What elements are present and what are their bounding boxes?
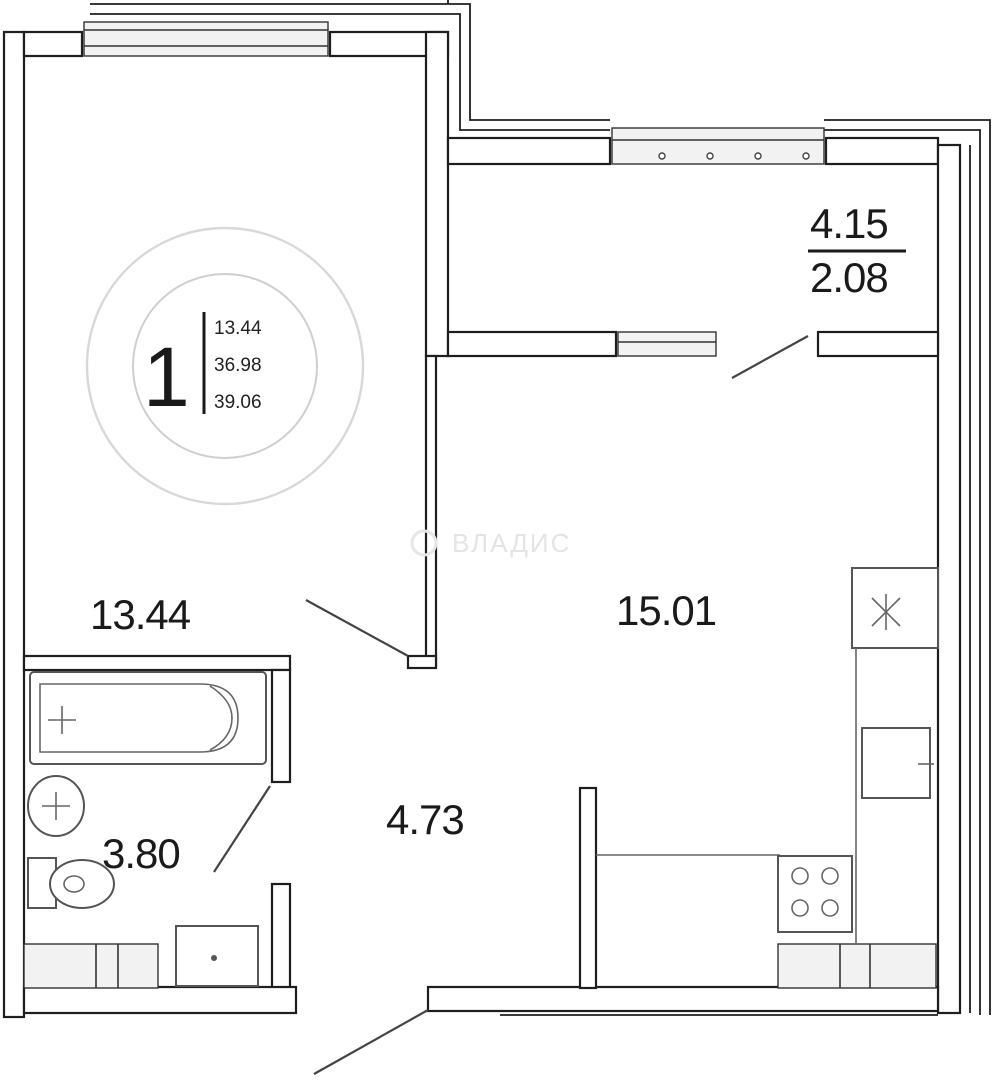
balcony-door: [731, 335, 809, 379]
bathroom-door: [213, 785, 271, 873]
watermark-logo-icon: [410, 529, 438, 557]
hallway-area-label: 4.73: [386, 796, 464, 843]
balcony-top-wall-right: [824, 136, 940, 166]
room-labels: 13.44 15.01 4.73 3.80 4.15 2.08: [90, 200, 906, 877]
badge-room-count: 1: [143, 330, 190, 424]
bathtub: [29, 671, 267, 765]
balcony-area-label: 4.15: [810, 200, 888, 247]
kitchen-fixtures: [777, 567, 939, 944]
kitchen-sink: [861, 727, 931, 799]
watermark-text: ВЛАДИС: [452, 528, 571, 558]
fridge: [851, 567, 939, 649]
kitchen-window: [777, 943, 937, 989]
bathroom-top-wall: [22, 654, 292, 672]
kitchen-top-wall-left: [446, 330, 618, 358]
badge-total-area: 36.98: [214, 355, 262, 376]
bathroom-window: [23, 943, 159, 989]
bedroom-area-label: 13.44: [90, 591, 191, 638]
top-wall-left: [22, 30, 84, 58]
bedroom-door: [305, 599, 409, 657]
balcony-reduced-label: 2.08: [810, 254, 888, 301]
balcony-top-wall-left: [446, 136, 612, 166]
toilet: [49, 859, 115, 909]
bedroom-window: [83, 21, 329, 57]
window-dots: [658, 152, 810, 160]
bathroom-right-wall-upper: [270, 668, 292, 784]
kitchen-area-label: 15.01: [616, 587, 716, 634]
left-outer-wall: [2, 30, 26, 1019]
badge-outer-ring: [85, 226, 365, 506]
right-outer-wall: [936, 143, 962, 1015]
bedroom-kitchen-partition: [424, 354, 438, 668]
badge-inner-ring: [132, 273, 318, 459]
windows: [23, 21, 937, 989]
outer-shell-line: [325, 3, 610, 121]
balcony-door-window: [617, 331, 717, 357]
entrance-door: [313, 1009, 429, 1075]
washing-machine: [175, 925, 259, 987]
watermark: ВЛАДИС: [410, 528, 571, 558]
bedroom-right-wall: [424, 30, 450, 358]
bathroom-area-label: 3.80: [102, 830, 180, 877]
bottom-wall-left: [22, 985, 298, 1015]
doors: [213, 335, 809, 1075]
bathroom-right-wall-lower: [270, 882, 292, 992]
room-badge: 1 13.44 36.98 39.06: [85, 226, 365, 506]
bathroom-fixtures: [27, 671, 267, 987]
walls: [2, 0, 991, 1019]
kitchen-top-wall-right: [816, 330, 940, 358]
bottom-wall-right: [426, 985, 940, 1013]
stove: [777, 855, 853, 933]
badge-total-area-balcony: 39.06: [214, 392, 262, 413]
balcony-window: [611, 127, 825, 165]
badge-living-area: 13.44: [214, 318, 262, 339]
kitchen-partition: [578, 786, 598, 990]
